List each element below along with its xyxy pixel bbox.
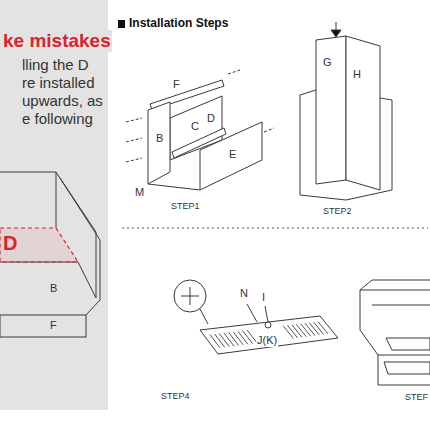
part-letter: D bbox=[206, 112, 216, 125]
step1-screws bbox=[126, 70, 274, 162]
part-letter: J(K) bbox=[256, 334, 278, 347]
grille-slot bbox=[243, 331, 253, 344]
grille-slots bbox=[210, 322, 328, 348]
warning-heading: ke mistakes bbox=[2, 30, 112, 52]
grille-slot bbox=[305, 323, 315, 335]
warning-text: lling the D re installed upwards, as e f… bbox=[22, 56, 105, 128]
step-label: STEP4 bbox=[160, 391, 191, 401]
grille-slot bbox=[283, 326, 293, 339]
step1-drawing bbox=[148, 80, 262, 190]
part-letter: B bbox=[155, 132, 164, 145]
heading-bullet bbox=[118, 20, 125, 28]
grille-slot bbox=[219, 333, 229, 346]
step5-drawing bbox=[360, 280, 430, 385]
step2-drawing bbox=[300, 22, 392, 200]
grille-slot bbox=[233, 332, 243, 345]
part-letter: C bbox=[190, 120, 200, 133]
grille-slot bbox=[215, 334, 225, 347]
step-label: STEP2 bbox=[322, 206, 353, 216]
grille-slot bbox=[318, 322, 328, 334]
section-title: Installation Steps bbox=[128, 17, 229, 31]
grille-slot bbox=[210, 335, 220, 348]
part-letter: I bbox=[261, 291, 266, 304]
step4-drawing bbox=[174, 280, 338, 354]
part-letter: H bbox=[352, 68, 362, 81]
part-letter: D bbox=[2, 232, 18, 255]
grille-slot bbox=[301, 324, 311, 337]
part-letter: B bbox=[49, 282, 58, 295]
part-letter: F bbox=[49, 319, 58, 332]
warning-panel bbox=[0, 0, 108, 410]
part-letter: G bbox=[322, 56, 333, 69]
grille-slot bbox=[224, 333, 234, 346]
step-label: STEF bbox=[404, 392, 429, 402]
grille-slot bbox=[314, 322, 324, 334]
part-letter: F bbox=[172, 78, 181, 91]
step-label: STEP1 bbox=[170, 201, 201, 211]
grille-slot bbox=[229, 332, 239, 345]
grille-slot bbox=[309, 323, 319, 335]
grille-slot bbox=[296, 324, 306, 337]
part-letter: E bbox=[228, 148, 237, 161]
divider bbox=[122, 228, 428, 229]
part-letter: M bbox=[134, 186, 145, 199]
grille-slot bbox=[288, 325, 298, 338]
board-d-highlight bbox=[0, 228, 78, 262]
part-letter: N bbox=[239, 287, 249, 300]
grille-slot bbox=[238, 331, 248, 344]
grille-slot bbox=[292, 325, 302, 338]
wrong-install-drawing bbox=[0, 172, 100, 337]
